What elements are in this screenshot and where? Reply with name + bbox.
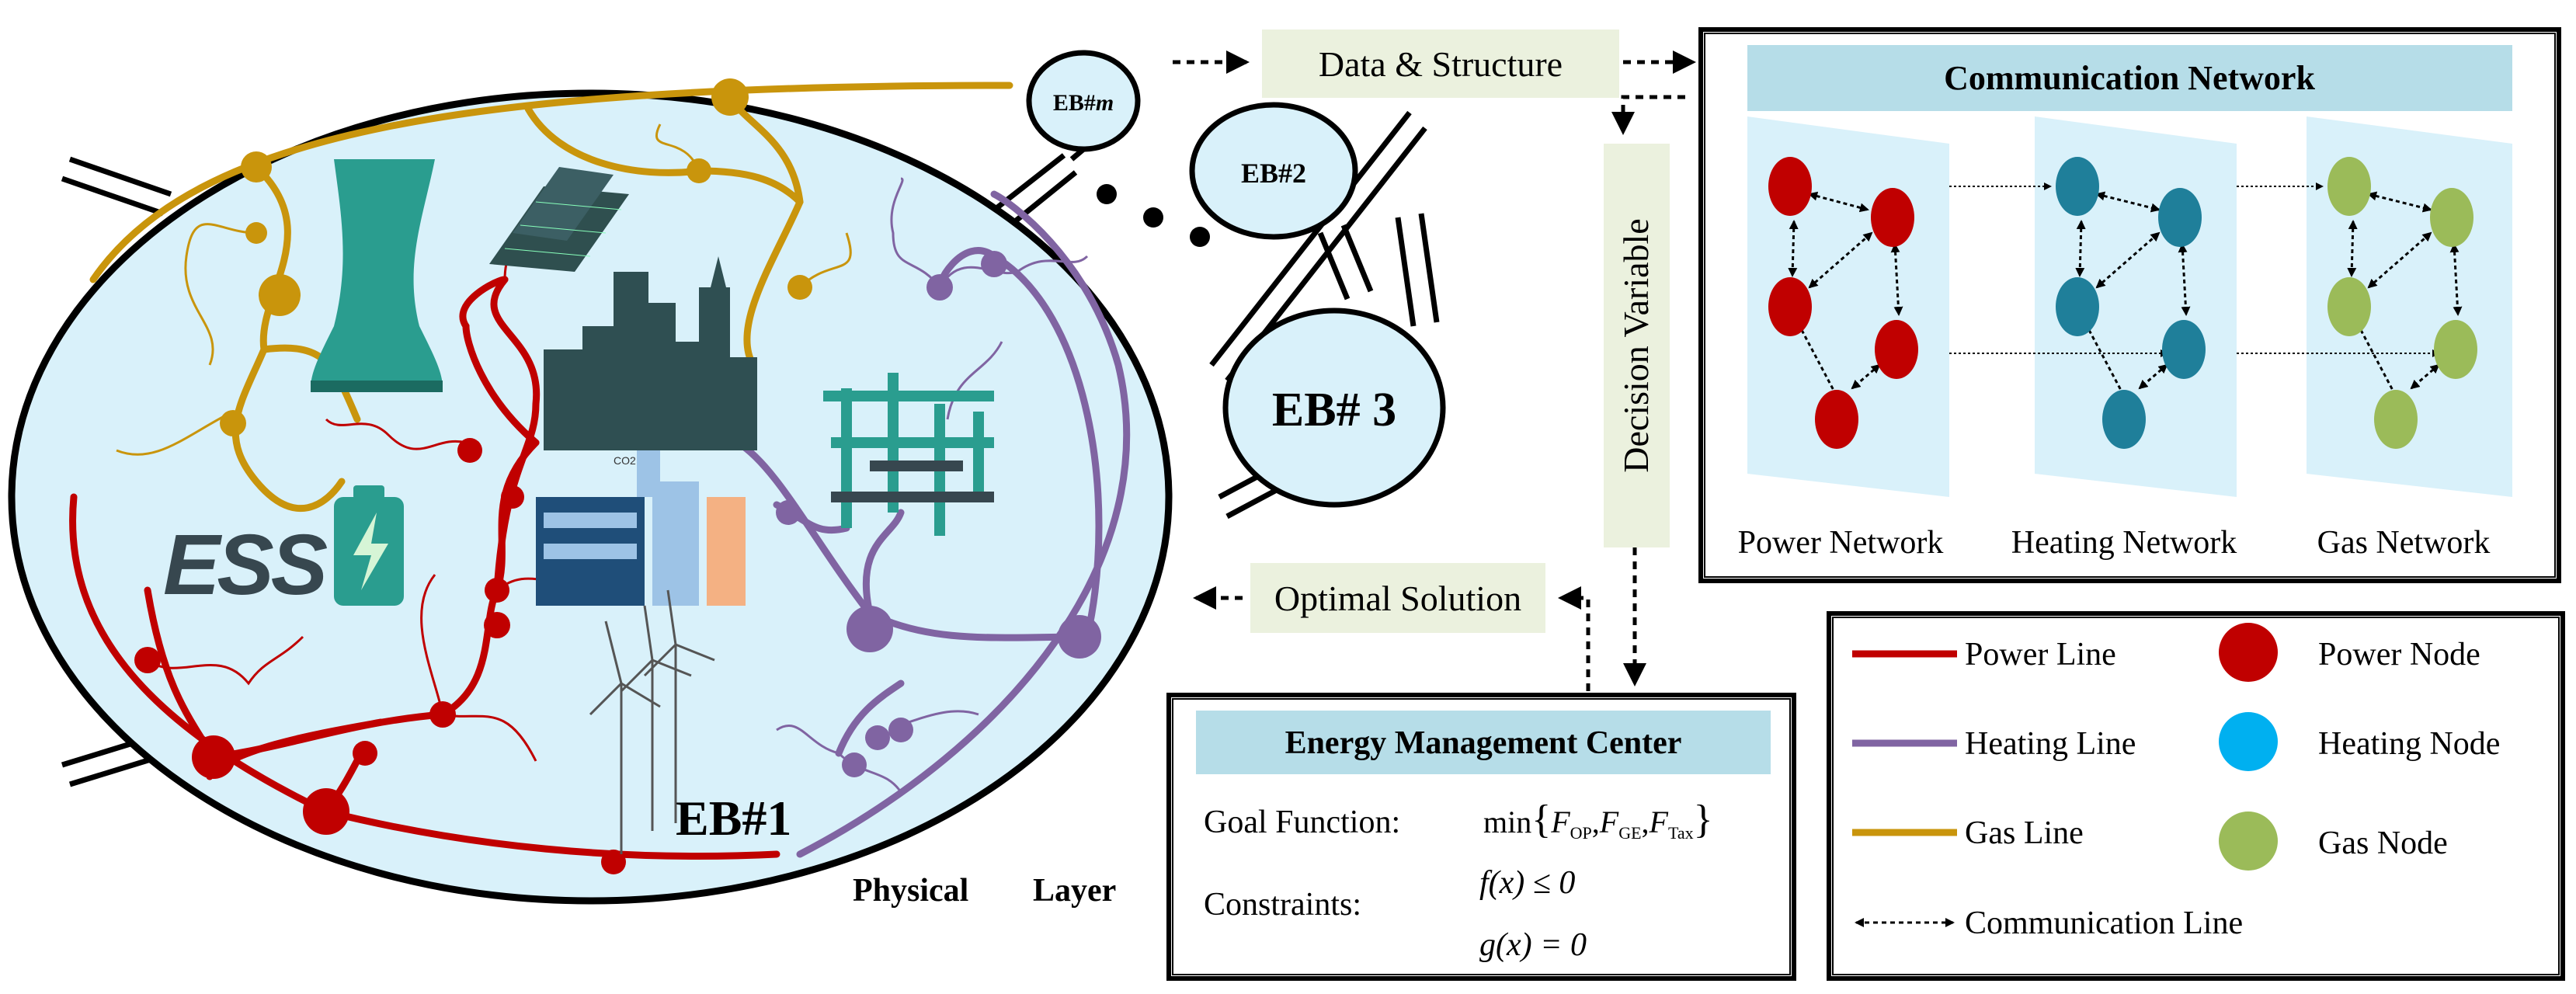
data-structure-label: Data & Structure — [1319, 44, 1563, 84]
heating-network-graph — [2056, 157, 2206, 449]
power-nodes — [134, 438, 626, 874]
physical-layer-word1: Physical — [853, 873, 968, 909]
solar-panel-icon — [489, 167, 629, 272]
physical-layer-word2: Layer — [1033, 873, 1116, 909]
ess-icon: ESS — [163, 485, 404, 613]
legend-heating-line: Heating Line — [1965, 726, 2136, 762]
co2-label: CO2 — [614, 454, 636, 467]
optimal-solution-box — [1250, 563, 1545, 633]
city-skyline-icon — [544, 256, 757, 450]
legend-power-node: Power Node — [2318, 637, 2480, 673]
optimal-solution-label: Optimal Solution — [1274, 579, 1521, 618]
emc-title: Energy Management Center — [1285, 725, 1682, 761]
gas-branches — [116, 123, 852, 456]
legend-power-node-swatch — [2219, 623, 2278, 682]
eb3-label: EB# 3 — [1272, 384, 1396, 436]
emc-title-box — [1196, 711, 1771, 774]
physical-layer: CO2 — [8, 50, 1446, 909]
legend-comm-line: Communication Line — [1965, 905, 2243, 941]
energy-management-center-panel: Energy Management Center Goal Function: … — [1166, 693, 1796, 981]
gas-nodes — [220, 78, 812, 436]
data-structure-box — [1262, 30, 1619, 98]
communication-network-panel: Communication Network — [1698, 27, 2561, 583]
heating-network-label: Heating Network — [2011, 525, 2237, 561]
legend-gas-line: Gas Line — [1965, 815, 2084, 851]
eb2-region — [1189, 102, 1358, 240]
goal-function-label: Goal Function: — [1204, 805, 1400, 840]
legend-heating-node-swatch — [2219, 712, 2278, 771]
factory-icon — [536, 450, 746, 606]
power-network-label: Power Network — [1738, 525, 1944, 561]
eb2-label: EB#2 — [1241, 158, 1306, 189]
goal-function-formula: min{FOP,FGE,FTax} — [1483, 798, 1713, 843]
ebm-region — [1026, 50, 1141, 152]
comm-title-box — [1747, 45, 2512, 111]
flow-arrows — [1173, 50, 1696, 691]
decision-variable-box — [1604, 144, 1670, 547]
legend-heating-node: Heating Node — [2318, 726, 2500, 762]
eb3-region — [1222, 308, 1446, 508]
more-bubbles-dots — [1097, 184, 1210, 247]
legend-panel: Power Line Power Node Heating Line Heati… — [1827, 611, 2565, 981]
cooling-tower-icon — [311, 159, 443, 392]
gas-network-graph — [2327, 157, 2477, 449]
constraint-inequality: f(x) ≤ 0 — [1479, 865, 1575, 901]
heating-nodes — [776, 251, 1101, 777]
comm-title: Communication Network — [1944, 59, 2315, 97]
constraints-label: Constraints: — [1204, 887, 1361, 923]
ess-label: ESS — [163, 517, 328, 613]
ebm-label: EB#m — [1053, 90, 1114, 116]
constraint-equality: g(x) = 0 — [1479, 927, 1587, 963]
wind-turbine-icon — [589, 589, 715, 854]
gas-network-label: Gas Network — [2317, 525, 2491, 561]
power-network-graph — [1768, 157, 1918, 449]
legend-gas-node: Gas Node — [2318, 825, 2448, 861]
decision-variable-label: Decision Variable — [1616, 218, 1656, 472]
legend-gas-node-swatch — [2219, 812, 2278, 871]
legend-power-line: Power Line — [1965, 637, 2116, 673]
pipes-icon — [823, 373, 994, 536]
eb1-label: EB#1 — [676, 791, 791, 846]
